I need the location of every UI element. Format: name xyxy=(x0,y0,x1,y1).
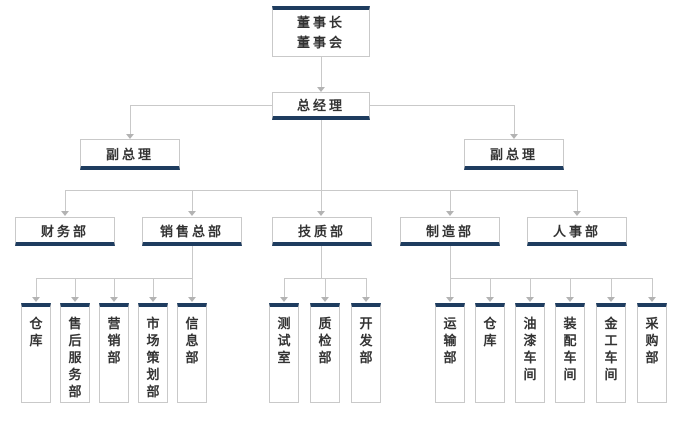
arrow-down-icon xyxy=(566,297,574,302)
deputy-gm-left-label: 副总理 xyxy=(105,146,154,162)
arrow-down-icon xyxy=(149,297,157,302)
assembly-workshop-label: 装配车间 xyxy=(563,316,577,382)
connector-line xyxy=(321,57,322,87)
paint-workshop-label: 油漆车间 xyxy=(523,316,537,382)
arrow-down-icon xyxy=(648,297,656,302)
arrow-down-icon xyxy=(446,211,454,216)
connector-line xyxy=(192,190,193,211)
connector-line xyxy=(114,278,115,297)
testing-room-label: 测试室 xyxy=(277,316,291,365)
connector-line xyxy=(65,190,66,211)
node-assembly-workshop: 装配车间 xyxy=(555,303,585,403)
arrow-down-icon xyxy=(71,297,79,302)
hr-dept-label: 人事部 xyxy=(552,223,601,239)
node-purchasing-dept: 采购部 xyxy=(637,303,667,403)
connector-line xyxy=(130,105,131,134)
connector-line xyxy=(325,278,326,297)
node-sales-hq: 销售总部 xyxy=(142,217,242,246)
arrow-down-icon xyxy=(526,297,534,302)
marketing-dept-label: 营销部 xyxy=(107,316,121,365)
connector-line xyxy=(321,246,322,278)
market-planning-dept-label: 市场策划部 xyxy=(146,316,160,399)
warehouse-mfg-label: 仓库 xyxy=(483,316,497,348)
arrow-down-icon xyxy=(32,297,40,302)
connector-line xyxy=(65,190,577,191)
board-label: 董事会 xyxy=(296,35,345,50)
connector-line xyxy=(130,105,272,106)
arrow-down-icon xyxy=(486,297,494,302)
node-paint-workshop: 油漆车间 xyxy=(515,303,545,403)
arrow-down-icon xyxy=(317,211,325,216)
node-hr-dept: 人事部 xyxy=(527,217,627,246)
arrow-down-icon xyxy=(317,87,325,92)
manufacturing-dept-label: 制造部 xyxy=(425,223,474,239)
warehouse-sales-label: 仓库 xyxy=(29,316,43,348)
connector-line xyxy=(192,278,193,297)
node-transport-dept: 运输部 xyxy=(435,303,465,403)
arrow-down-icon xyxy=(573,211,581,216)
transport-dept-label: 运输部 xyxy=(443,316,457,365)
connector-line xyxy=(192,246,193,278)
arrow-down-icon xyxy=(446,297,454,302)
general-manager-label: 总经理 xyxy=(296,98,345,113)
connector-line xyxy=(75,278,76,297)
node-manufacturing-dept: 制造部 xyxy=(400,217,500,246)
connector-line xyxy=(153,278,154,297)
sales-hq-label: 销售总部 xyxy=(159,223,224,239)
arrow-down-icon xyxy=(280,297,288,302)
node-deputy-gm-right: 副总理 xyxy=(464,139,564,170)
node-testing-room: 测试室 xyxy=(269,303,299,403)
node-chairman-board: 董事长 董事会 xyxy=(272,6,370,57)
connector-line xyxy=(652,278,653,297)
arrow-down-icon xyxy=(362,297,370,302)
after-sales-service-dept-label: 售后服务部 xyxy=(68,316,82,399)
arrow-down-icon xyxy=(510,134,518,139)
node-after-sales-service-dept: 售后服务部 xyxy=(60,303,90,403)
metalwork-workshop-label: 金工车间 xyxy=(604,316,618,382)
node-warehouse-sales: 仓库 xyxy=(21,303,51,403)
connector-line xyxy=(36,278,37,297)
tech-quality-dept-label: 技质部 xyxy=(297,223,346,239)
node-marketing-dept: 营销部 xyxy=(99,303,129,403)
connector-line xyxy=(366,278,367,297)
arrow-down-icon xyxy=(61,211,69,216)
connector-line xyxy=(321,120,322,211)
connector-line xyxy=(370,105,514,106)
node-metalwork-workshop: 金工车间 xyxy=(596,303,626,403)
node-quality-inspection-dept: 质检部 xyxy=(310,303,340,403)
node-warehouse-mfg: 仓库 xyxy=(475,303,505,403)
connector-line xyxy=(577,190,578,211)
development-dept-label: 开发部 xyxy=(359,316,373,365)
quality-inspection-dept-label: 质检部 xyxy=(318,316,332,365)
connector-line xyxy=(450,278,652,279)
arrow-down-icon xyxy=(188,211,196,216)
chairman-label: 董事长 xyxy=(296,15,345,30)
connector-line xyxy=(530,278,531,297)
connector-line xyxy=(450,190,451,211)
arrow-down-icon xyxy=(607,297,615,302)
finance-dept-label: 财务部 xyxy=(40,223,89,239)
node-deputy-gm-left: 副总理 xyxy=(80,139,180,170)
connector-line xyxy=(611,278,612,297)
connector-line xyxy=(570,278,571,297)
arrow-down-icon xyxy=(110,297,118,302)
node-information-dept: 信息部 xyxy=(177,303,207,403)
information-dept-label: 信息部 xyxy=(185,316,199,365)
arrow-down-icon xyxy=(188,297,196,302)
arrow-down-icon xyxy=(126,134,134,139)
node-tech-quality-dept: 技质部 xyxy=(272,217,372,246)
deputy-gm-right-label: 副总理 xyxy=(489,146,538,162)
connector-line xyxy=(450,278,451,297)
connector-line xyxy=(450,246,451,278)
purchasing-dept-label: 采购部 xyxy=(645,316,659,365)
node-market-planning-dept: 市场策划部 xyxy=(138,303,168,403)
node-development-dept: 开发部 xyxy=(351,303,381,403)
node-finance-dept: 财务部 xyxy=(15,217,115,246)
connector-line xyxy=(490,278,491,297)
connector-line xyxy=(514,105,515,134)
node-general-manager: 总经理 xyxy=(272,92,370,120)
arrow-down-icon xyxy=(321,297,329,302)
connector-line xyxy=(284,278,285,297)
